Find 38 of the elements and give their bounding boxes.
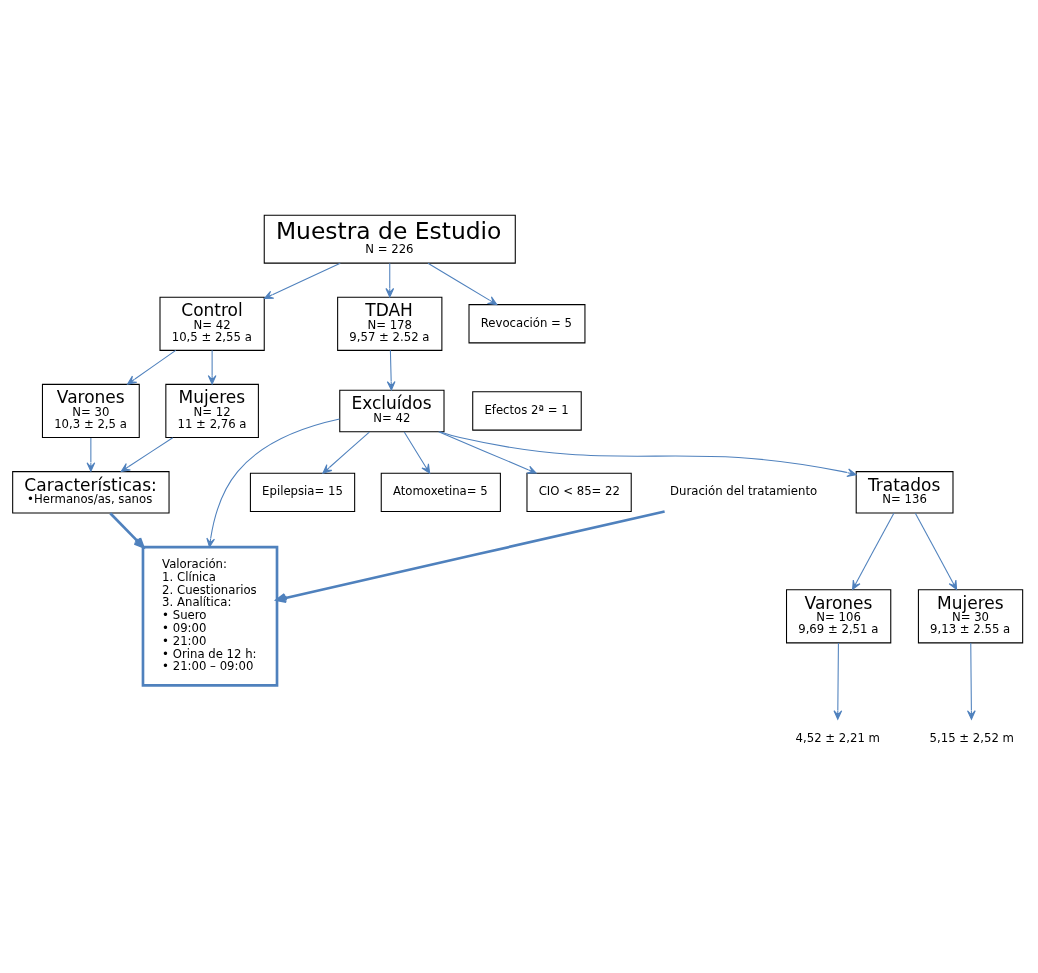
node-box: Varones N= 30 10,3 ± 2,5 a	[41, 383, 140, 439]
arrow	[427, 262, 498, 306]
arrow	[967, 642, 976, 720]
node-box: Características: •Hermanos/as, sanos	[12, 471, 170, 514]
arrow	[120, 437, 174, 472]
node-box: Efectos 2ª = 1	[472, 391, 582, 431]
node-box: TDAH N= 178 9,57 ± 2.52 a	[337, 296, 443, 351]
node-box: Control N= 42 10,5 ± 2,55 a	[159, 296, 265, 351]
node-box: Varones N= 106 9,69 ± 2,51 a	[786, 589, 892, 644]
arrow	[86, 437, 96, 472]
node-box: Tratados N= 136	[855, 471, 954, 514]
arrow	[914, 512, 958, 590]
arrow	[403, 431, 431, 474]
arrow	[127, 349, 177, 385]
arrow	[386, 349, 396, 391]
arrow	[852, 512, 895, 590]
node-box: Valoración: 1. Clínica 2. Cuestionarios 3. Analítica: • Suero • 09:00 • 21:00 • Orina de 12 h: • 21:00 – 09:00	[141, 545, 279, 687]
arrow	[275, 510, 665, 604]
node-text: 5,15 ± 2,52 m	[929, 730, 1014, 745]
node-text: Duración del tratamiento	[670, 484, 818, 499]
node-box: Excluídos N= 42	[339, 389, 445, 433]
arrow	[263, 262, 341, 299]
node-box: Epilepsia= 15	[249, 472, 356, 513]
node-box: Mujeres N= 12 11 ± 2,76 a	[165, 383, 259, 439]
arrow	[322, 431, 370, 474]
node-box: Muestra de Estudio N = 226	[263, 214, 516, 264]
arrow	[385, 262, 395, 298]
arrow	[833, 642, 843, 720]
node-text: 4,52 ± 2,21 m	[795, 730, 880, 745]
node-box: Atomoxetina= 5	[380, 472, 501, 513]
arrow	[438, 431, 537, 474]
arrow	[439, 431, 857, 477]
node-box: CIO < 85= 22	[526, 472, 632, 513]
node-box: Revocación = 5	[468, 304, 586, 344]
arrow	[206, 418, 341, 548]
node-box: Mujeres N= 30 9,13 ± 2.55 a	[917, 589, 1024, 644]
arrow	[207, 349, 217, 385]
arrow	[109, 512, 145, 549]
